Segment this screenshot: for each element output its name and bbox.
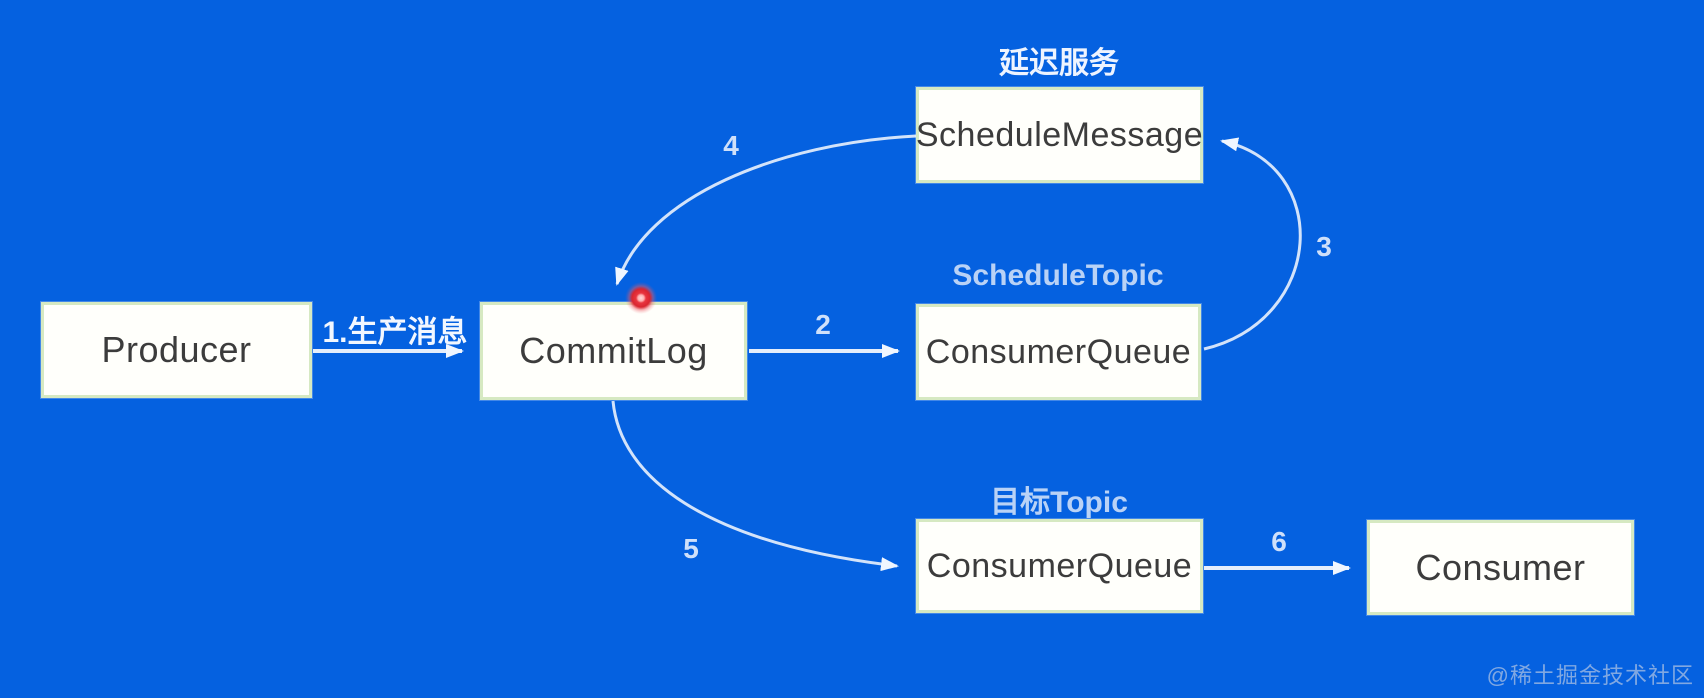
watermark: @稀土掘金技术社区	[1486, 663, 1694, 688]
node-consumer-queue-target: ConsumerQueue	[916, 519, 1203, 613]
caption-target-topic: 目标Topic	[990, 486, 1128, 519]
node-consumer-queue-schedule-label: ConsumerQueue	[925, 332, 1192, 371]
node-consumer: Consumer	[1367, 520, 1634, 615]
edge-3-arrow	[1203, 137, 1302, 351]
edge-3-label: 3	[1316, 231, 1332, 262]
node-commitlog-label: CommitLog	[519, 330, 708, 371]
edge-5-arrow	[611, 400, 899, 572]
edge-2-label: 2	[815, 309, 831, 340]
edge-4-arrow	[615, 134, 917, 286]
edge-produce-label: 1.生产消息	[322, 316, 468, 349]
edge-4-label: 4	[723, 130, 739, 161]
caption-schedule-topic: ScheduleTopic	[952, 259, 1164, 292]
node-schedule-message-label: ScheduleMessage	[915, 115, 1204, 154]
node-producer-label: Producer	[101, 329, 252, 370]
node-commitlog: CommitLog	[480, 302, 747, 400]
node-consumer-queue-target-label: ConsumerQueue	[926, 546, 1193, 585]
node-consumer-queue-schedule: ConsumerQueue	[916, 304, 1201, 400]
laser-pointer-dot	[625, 282, 657, 314]
edge-6-label: 6	[1271, 526, 1287, 557]
edge-5-label: 5	[683, 533, 699, 564]
node-schedule-message: ScheduleMessage	[916, 87, 1203, 183]
caption-delay-service: 延迟服务	[999, 47, 1119, 80]
node-consumer-label: Consumer	[1415, 546, 1586, 588]
node-producer: Producer	[41, 302, 312, 398]
